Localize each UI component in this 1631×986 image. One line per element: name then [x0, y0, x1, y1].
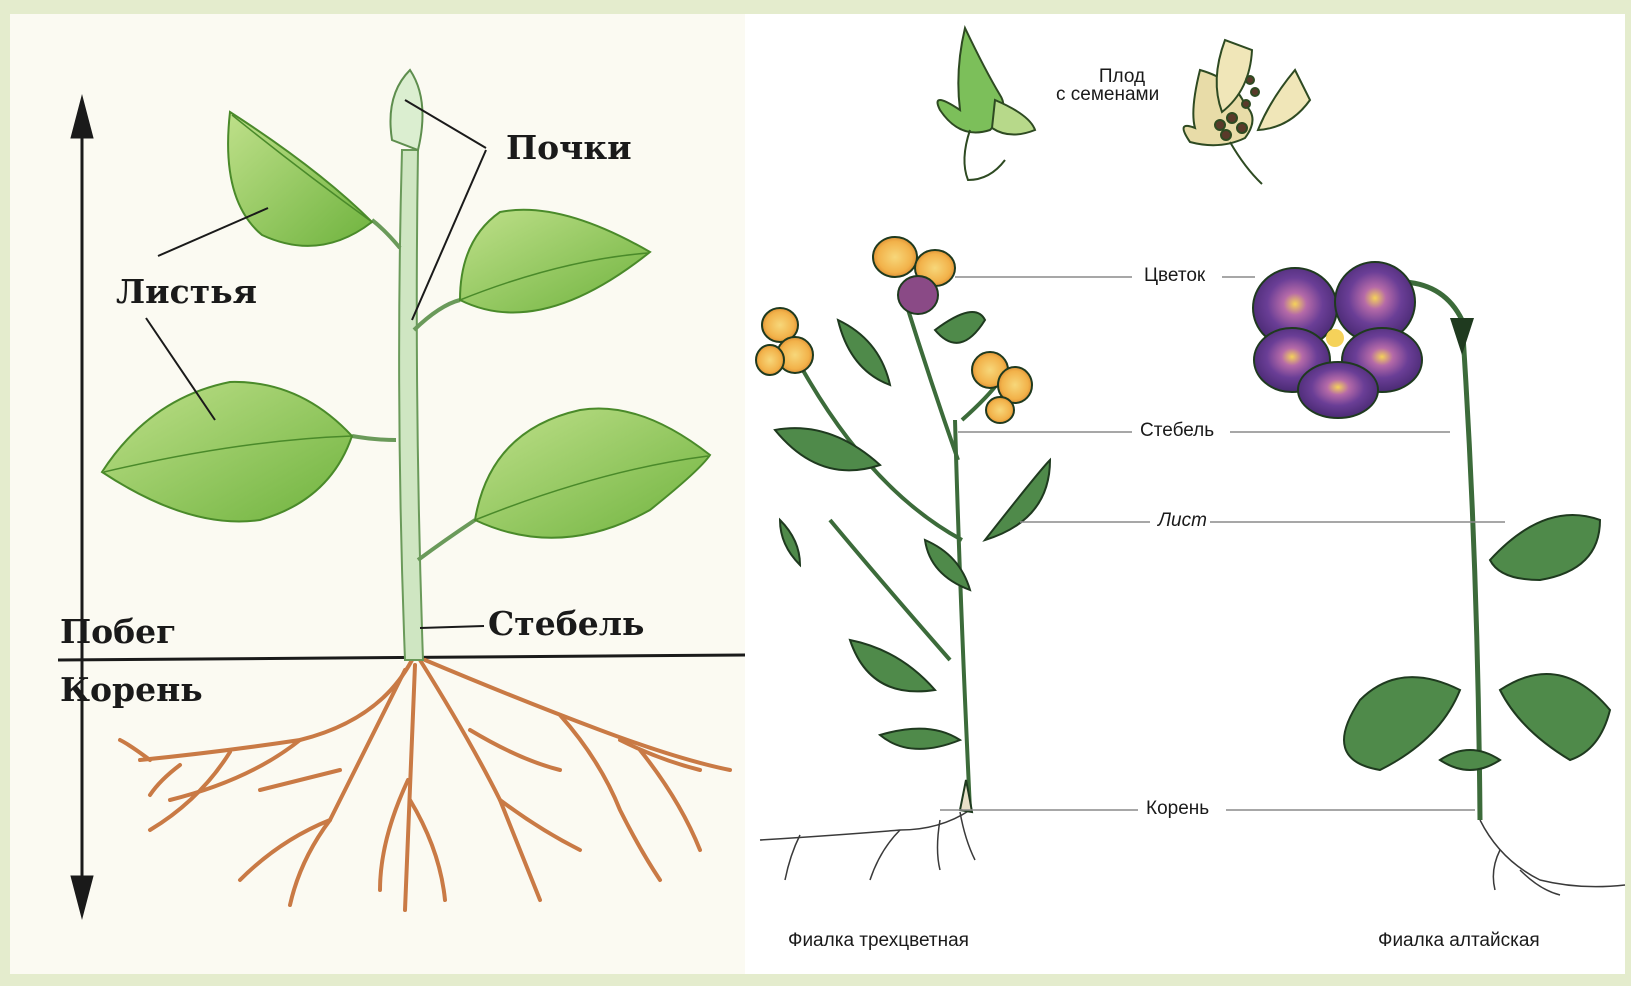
label-stem: Стебель	[488, 604, 644, 643]
label-leaf: Лист	[1158, 510, 1207, 532]
label-buds: Почки	[506, 128, 632, 167]
label-shoot: Побег	[60, 612, 176, 651]
label-stem-right: Стебель	[1140, 420, 1214, 442]
caption-altai-violet: Фиалка алтайская	[1378, 930, 1540, 952]
label-flower: Цветок	[1144, 265, 1205, 287]
right-panel-bg	[745, 14, 1625, 974]
caption-tricolor-violet: Фиалка трехцветная	[788, 930, 969, 952]
fruit-label-line2: с семенами	[1056, 84, 1159, 106]
label-leaves: Листья	[116, 272, 257, 311]
label-root: Корень	[60, 670, 203, 709]
label-root-right: Корень	[1146, 798, 1209, 820]
